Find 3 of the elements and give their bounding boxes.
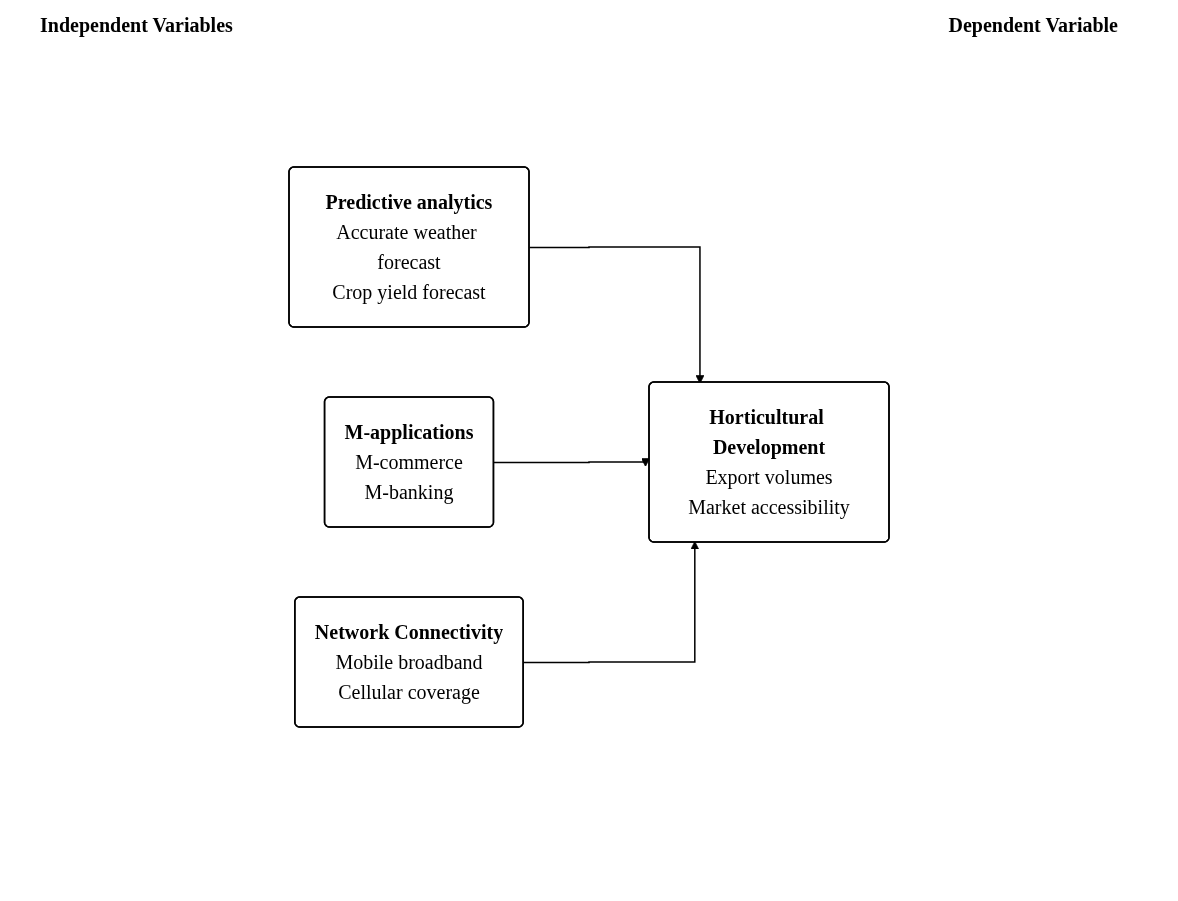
arrow [493,458,650,467]
column-heading: Dependent Variable [948,14,1118,37]
column-heading: Independent Variables [40,14,233,37]
